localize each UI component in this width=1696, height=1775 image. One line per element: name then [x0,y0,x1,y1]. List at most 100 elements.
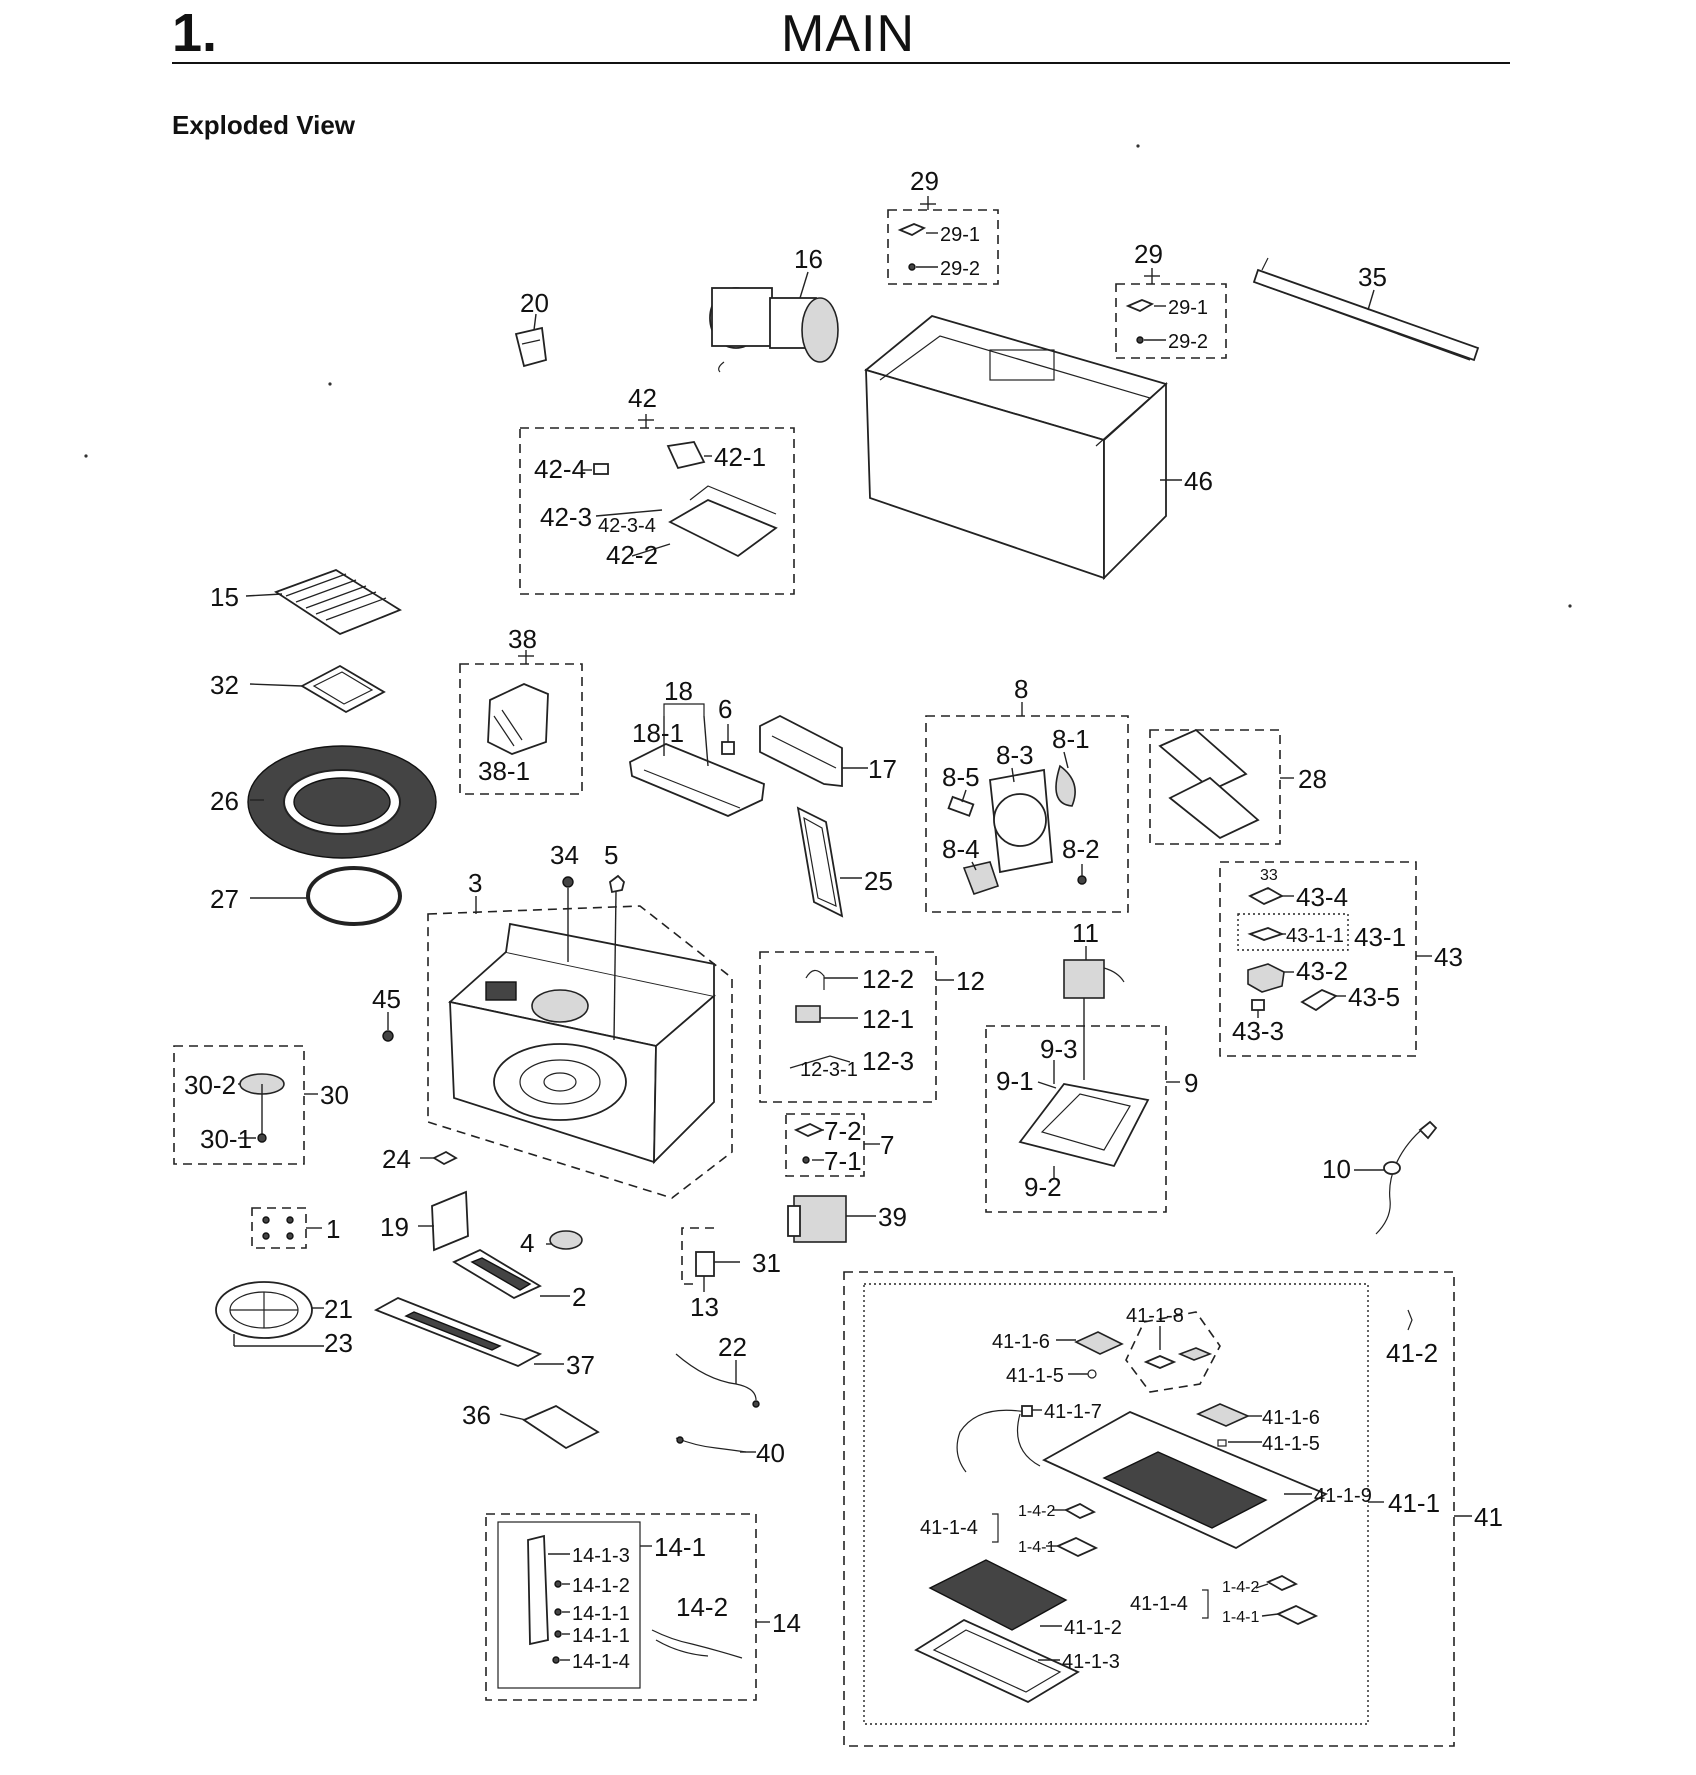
part-group-8: 8 8-3 8-1 8-5 8-4 8-2 [925,674,1129,913]
callout-43: 43 [1434,942,1463,972]
part-10: 10 [1322,1120,1438,1235]
callout-14-2: 14-2 [676,1592,728,1622]
callout-12-3-1: 12-3-1 [800,1059,858,1081]
callout-45: 45 [372,984,401,1014]
callout-30-2: 30-2 [184,1070,236,1100]
callout-33: 33 [1260,867,1278,884]
part-19: 19 [380,1190,469,1252]
callout-29-1: 29-1 [1168,297,1208,319]
callout-29-2: 29-2 [940,258,980,280]
part-group-7: 7-2 7-1 7 [785,1113,894,1177]
callout-20: 20 [520,288,549,318]
callout-14-1-1: 14-1-1 [572,1625,630,1647]
part-36: 36 [462,1400,600,1450]
callout-12-1: 12-1 [862,1004,914,1034]
part-22: 22 [675,1332,760,1408]
view-subtitle: Exploded View [172,110,356,140]
part-24: 24 [382,1144,458,1174]
part-group-1: 1 [251,1207,340,1249]
callout-8-1: 8-1 [1052,724,1090,754]
callout-8-2: 8-2 [1062,834,1100,864]
callout-38-1: 38-1 [478,756,530,786]
callout-43-1-1: 43-1-1 [1286,925,1344,947]
callout-38: 38 [508,624,537,654]
callout-16: 16 [794,244,823,274]
callout-1-4-1: 1-4-1 [1222,1609,1259,1626]
callout-19: 19 [380,1212,409,1242]
part-25: 25 [796,806,893,918]
callout-8: 8 [1014,674,1028,704]
callout-43-5: 43-5 [1348,982,1400,1012]
callout-46: 46 [1184,466,1213,496]
callout-24: 24 [382,1144,411,1174]
callout-10: 10 [1322,1154,1351,1184]
part-group-38: 38 38-1 [459,624,583,795]
part-group-9: 9-3 9-1 9-2 9 [985,1025,1198,1213]
part-35: 35 [1252,257,1480,362]
callout-43-3: 43-3 [1232,1016,1284,1046]
callout-1-4-2: 1-4-2 [1222,1579,1259,1596]
callout-30-1: 30-1 [200,1124,252,1154]
callout-41-1-9: 41-1-9 [1314,1485,1372,1507]
part-4: 4 [520,1228,583,1258]
part-11: 11 [1063,918,1125,1080]
part-group-29-right: 29 29-1 29-2 [1115,239,1227,359]
callout-40: 40 [756,1438,785,1468]
part-group-14: 14-1-3 14-1-2 14-1-1 14-1-1 14-1-4 14-1 … [485,1513,801,1701]
part-group-30: 30-2 30-1 30 [173,1045,349,1165]
part-27: 27 [210,866,402,926]
part-group-43: 33 43-4 43-1-1 43-1 43-2 43-5 43-3 43 [1219,861,1463,1057]
callout-17: 17 [868,754,897,784]
callout-7-1: 7-1 [824,1146,862,1176]
callout-18: 18 [664,676,693,706]
callout-42-4: 42-4 [534,454,586,484]
callout-21: 21 [324,1294,353,1324]
callout-9-3: 9-3 [1040,1034,1078,1064]
callout-37: 37 [566,1350,595,1380]
part-39: 39 [787,1195,907,1243]
callout-32: 32 [210,670,239,700]
callout-27: 27 [210,884,239,914]
callout-41-1-6: 41-1-6 [1262,1407,1320,1429]
callout-31: 31 [752,1248,781,1278]
callout-11: 11 [1072,918,1099,948]
callout-4: 4 [520,1228,534,1258]
part-group-41: 41 41-1 41-2 41-1-8 41-1-6 41-1-5 41-1-7… [843,1271,1503,1747]
callout-9-1: 9-1 [996,1066,1034,1096]
callout-12: 12 [956,966,985,996]
part-32: 32 [210,664,386,714]
callout-36: 36 [462,1400,491,1430]
callout-26: 26 [210,786,239,816]
callout-6: 6 [718,694,732,724]
part-37: 37 [373,1297,595,1380]
part-28: 28 [1149,728,1327,845]
callout-41-1: 41-1 [1388,1488,1440,1518]
callout-41-1-2: 41-1-2 [1064,1617,1122,1639]
callout-41-2: 41-2 [1386,1338,1438,1368]
callout-42-3: 42-3 [540,502,592,532]
part-20: 20 [514,288,549,368]
callout-1: 1 [326,1214,340,1244]
callout-14-1-3: 14-1-3 [572,1545,630,1567]
part-45: 45 [372,984,401,1042]
callout-1-4-1: 1-4-1 [1018,1539,1055,1556]
callout-14-1: 14-1 [654,1532,706,1562]
callout-43-2: 43-2 [1296,956,1348,986]
callout-41-1-7: 41-1-7 [1044,1401,1102,1423]
callout-22: 22 [718,1332,747,1362]
callout-41-1-6: 41-1-6 [992,1331,1050,1353]
callout-14-1-2: 14-1-2 [572,1575,630,1597]
callout-7: 7 [880,1130,894,1160]
part-13: 13 [690,1276,719,1322]
part-40: 40 [675,1436,785,1468]
callout-8-3: 8-3 [996,740,1034,770]
callout-7-2: 7-2 [824,1116,862,1146]
part-17: 17 [759,714,897,788]
callout-39: 39 [878,1202,907,1232]
part-group-3: 3 [427,868,733,1199]
callout-41-1-5: 41-1-5 [1006,1365,1064,1387]
part-15: 15 [210,569,402,636]
callout-43-4: 43-4 [1296,882,1348,912]
part-34: 34 [550,840,579,962]
